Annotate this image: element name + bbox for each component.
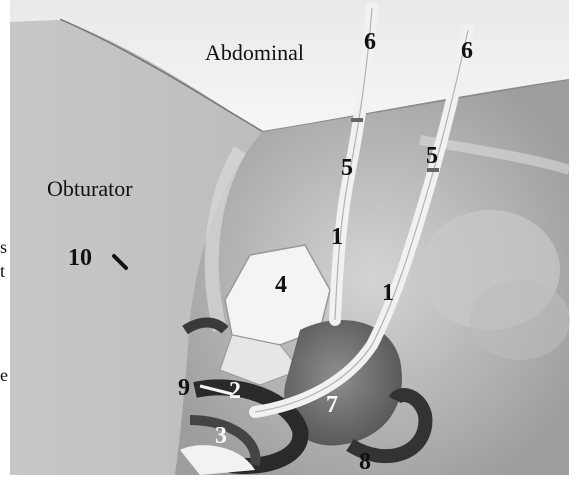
label-obturator: Obturator <box>47 178 133 200</box>
label-8: 8 <box>359 450 371 474</box>
label-10: 10 <box>68 246 92 270</box>
label-7: 7 <box>326 393 338 417</box>
label-9: 9 <box>178 376 190 400</box>
label-1-left: 1 <box>331 225 343 249</box>
label-2: 2 <box>229 379 241 403</box>
label-6-left: 6 <box>364 30 376 54</box>
label-1-right: 1 <box>382 281 394 305</box>
label-abdominal: Abdominal <box>205 42 304 64</box>
left-edge-fragment-e: e <box>0 366 8 384</box>
label-4: 4 <box>275 273 287 297</box>
label-5-right: 5 <box>426 144 438 168</box>
left-edge-fragment-s: s <box>0 238 7 256</box>
left-edge-fragment-t: t <box>0 262 5 280</box>
label-3: 3 <box>215 424 227 448</box>
label-6-right: 6 <box>461 39 473 63</box>
label-5-left: 5 <box>341 156 353 180</box>
